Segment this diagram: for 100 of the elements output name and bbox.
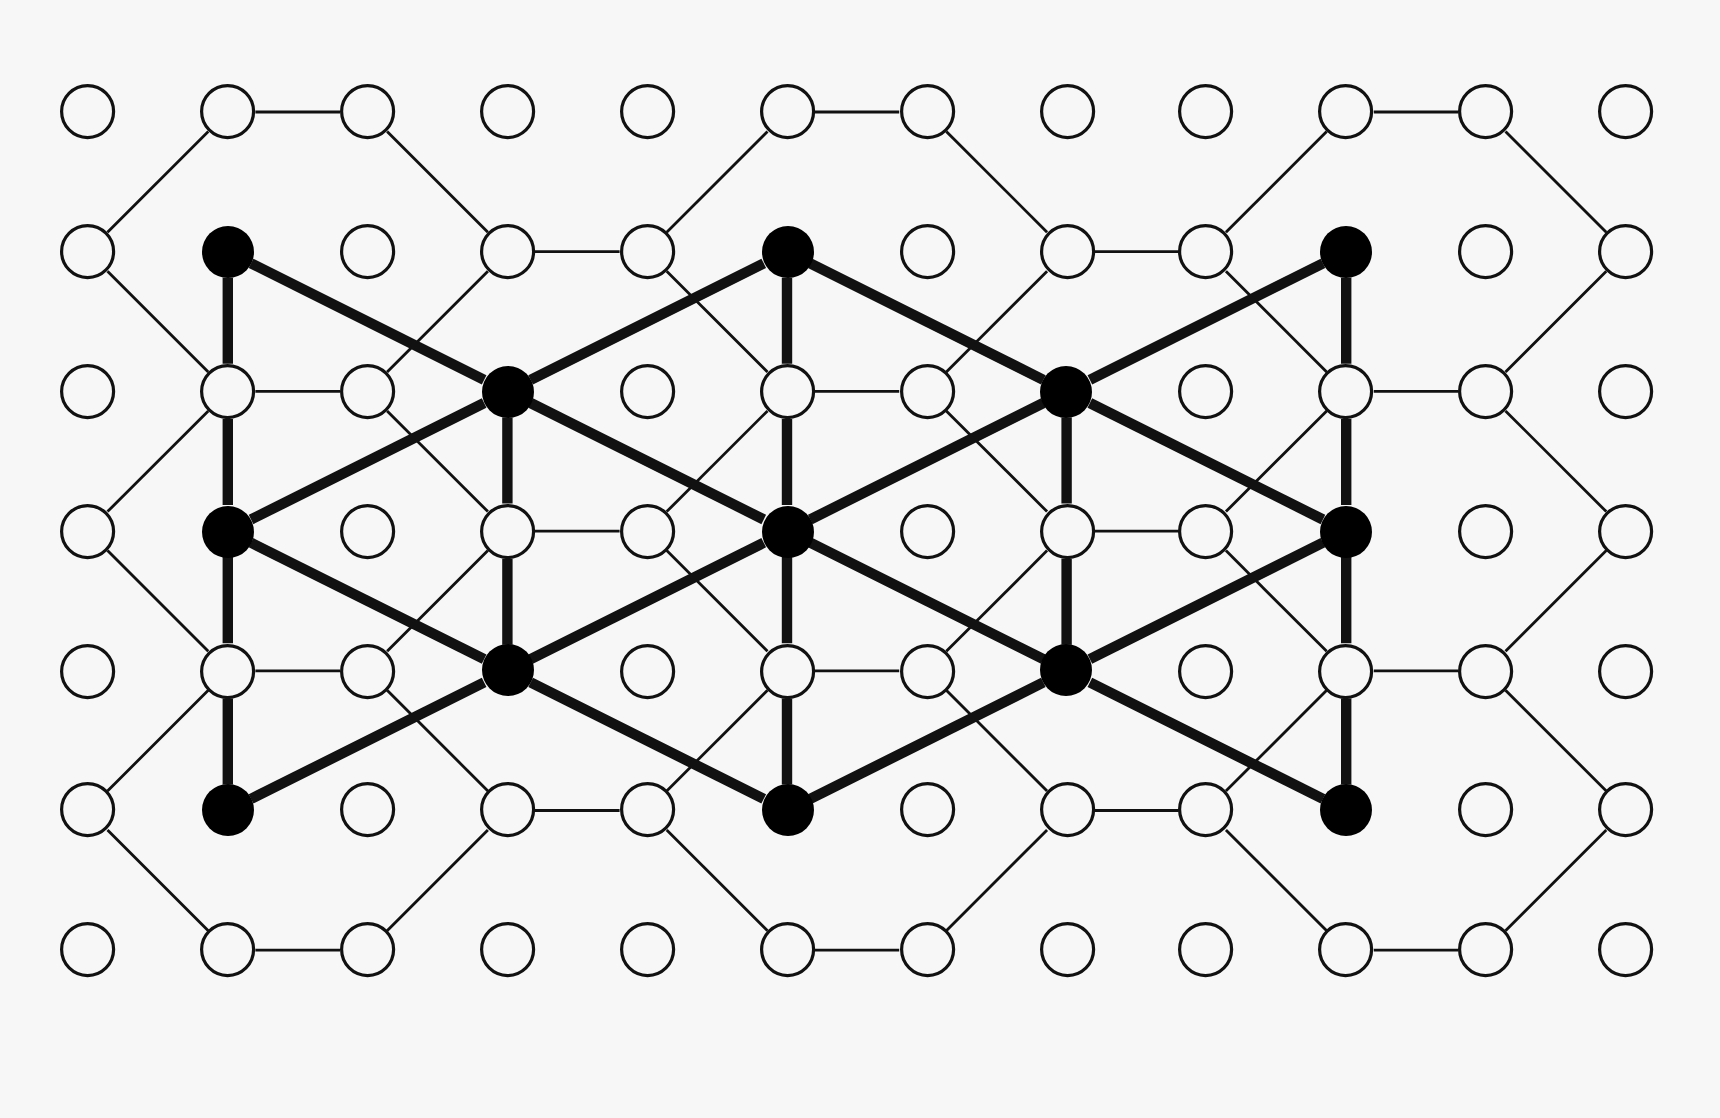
solid-dot	[1320, 505, 1373, 558]
hollow-circle	[1458, 503, 1514, 559]
bold-connector-line	[248, 538, 487, 664]
bold-connector-line	[502, 558, 513, 645]
hollow-circle	[1458, 782, 1514, 839]
hollow-circle	[1039, 224, 1095, 280]
hollow-circle	[200, 84, 256, 140]
bold-connector-line	[528, 538, 767, 664]
bold-connector-line	[1341, 419, 1352, 506]
hollow-circle	[759, 643, 815, 699]
connector-line	[665, 829, 769, 932]
solid-dot	[201, 784, 254, 837]
hollow-circle	[1458, 84, 1514, 140]
connector-line	[255, 948, 340, 952]
hollow-circle	[1178, 922, 1234, 978]
connector-line	[814, 110, 900, 114]
connector-line	[255, 390, 340, 393]
hollow-circle	[1598, 782, 1654, 839]
connector-line	[1094, 529, 1179, 533]
connector-line	[814, 390, 900, 393]
connector-line	[106, 549, 210, 653]
hollow-circle	[340, 643, 396, 699]
connector-line	[665, 130, 769, 234]
hollow-circle	[1458, 643, 1514, 699]
connector-line	[1224, 130, 1328, 234]
hollow-circle	[1178, 84, 1234, 140]
connector-line	[106, 130, 210, 234]
connector-line	[255, 110, 340, 114]
connector-line	[814, 669, 900, 673]
hollow-circle	[619, 643, 675, 699]
bold-connector-line	[781, 277, 793, 364]
hollow-circle	[759, 84, 815, 140]
hollow-circle	[1039, 922, 1095, 978]
hollow-circle	[1318, 363, 1374, 419]
connector-line	[106, 829, 210, 932]
hollow-circle	[899, 643, 955, 699]
connector-line	[665, 270, 769, 373]
hollow-circle	[340, 224, 396, 280]
bold-connector-line	[1087, 258, 1326, 385]
connector-line	[1504, 829, 1608, 932]
solid-dot	[761, 225, 813, 278]
connector-line	[386, 549, 489, 653]
solid-dot	[1040, 365, 1093, 418]
connector-line	[1373, 948, 1459, 952]
hollow-circle	[60, 503, 116, 559]
hollow-circle	[1178, 363, 1234, 419]
connector-line	[535, 529, 620, 533]
hollow-circle	[60, 782, 116, 839]
hollow-circle	[60, 84, 116, 140]
connector-line	[535, 250, 620, 254]
bold-connector-line	[502, 417, 513, 504]
connector-line	[665, 689, 769, 792]
solid-dot	[1040, 644, 1093, 697]
bold-connector-line	[781, 419, 793, 506]
hollow-circle	[1178, 643, 1234, 699]
connector-line	[945, 270, 1049, 373]
connector-line	[1373, 110, 1459, 114]
connector-line	[386, 409, 489, 513]
hollow-circle	[1598, 224, 1654, 280]
connector-line	[106, 409, 210, 513]
solid-dot	[761, 505, 813, 558]
hollow-circle	[200, 922, 256, 978]
hollow-circle	[899, 922, 955, 978]
connector-line	[1224, 829, 1328, 932]
hollow-circle	[1039, 84, 1095, 140]
hollow-circle	[1039, 782, 1095, 839]
hollow-circle	[200, 643, 256, 699]
bold-connector-line	[1341, 557, 1352, 644]
hollow-circle	[1178, 503, 1234, 559]
hollow-circle	[1178, 782, 1234, 839]
connector-line	[1504, 130, 1608, 234]
solid-dot	[761, 784, 813, 837]
connector-line	[1504, 549, 1608, 653]
connector-line	[535, 809, 620, 812]
bold-connector-line	[807, 258, 1046, 385]
connector-line	[386, 829, 489, 932]
connector-line	[665, 409, 769, 513]
hollow-circle	[340, 363, 396, 419]
hollow-circle	[619, 782, 675, 839]
hollow-circle	[1318, 922, 1374, 978]
connector-line	[945, 409, 1049, 513]
connector-line	[386, 270, 489, 373]
connector-line	[1373, 669, 1459, 673]
hollow-circle	[1458, 363, 1514, 419]
bold-connector-line	[528, 258, 767, 385]
hollow-circle	[60, 363, 116, 419]
connector-line	[1224, 549, 1328, 653]
hollow-circle	[479, 782, 535, 839]
hollow-circle	[619, 224, 675, 280]
bold-connector-line	[248, 677, 487, 804]
hollow-circle	[619, 84, 675, 140]
connector-line	[1373, 390, 1459, 393]
bold-connector-line	[222, 277, 233, 364]
hollow-circle	[619, 922, 675, 978]
bold-connector-line	[1341, 698, 1352, 785]
hollow-circle	[619, 363, 675, 419]
hollow-circle	[899, 224, 955, 280]
hollow-circle	[899, 782, 955, 839]
hollow-circle	[479, 922, 535, 978]
bold-connector-line	[1341, 277, 1352, 364]
